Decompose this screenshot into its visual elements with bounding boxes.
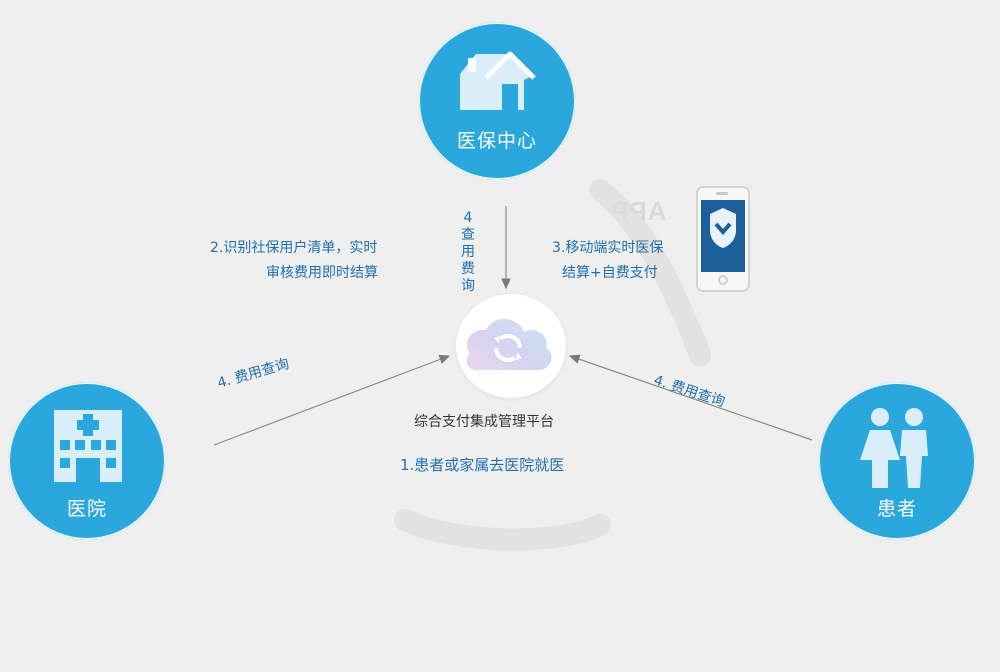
decorative-arc-left	[589, 179, 711, 366]
patient-label: 患者	[876, 498, 917, 520]
step3-text: 3.移动端实时医保 结算+自费支付	[552, 236, 663, 286]
hospital-icon	[54, 410, 122, 482]
platform-label: 综合支付集成管理平台	[414, 414, 554, 430]
phone-icon	[696, 186, 750, 292]
step4-vertical-char-2: 查	[461, 227, 475, 243]
hospital-node: 医院	[8, 382, 166, 540]
step4-vertical-char-1: 4	[463, 210, 473, 226]
step3-line1: 3.移动端实时医保	[552, 240, 664, 256]
decorative-arc-bottom	[394, 509, 611, 551]
app-label: APP	[610, 196, 667, 226]
insurance-center-node: 医保中心	[418, 22, 576, 180]
step1-text: 1.患者或家属去医院就医	[400, 456, 565, 474]
step2-line2: 审核费用即时结算	[266, 265, 378, 281]
arrow-from-hospital-side	[213, 354, 451, 446]
house-icon	[460, 51, 536, 110]
step4-vertical-char-3: 用	[461, 244, 475, 260]
arrow-from-patient-side	[568, 354, 813, 441]
step3-line2: 结算+自费支付	[562, 265, 658, 281]
cloud-sync-icon	[466, 318, 552, 371]
step2-line1: 2.识别社保用户清单，实时	[210, 240, 378, 256]
hospital-label: 医院	[66, 498, 107, 520]
step4-vertical-char-4: 费	[461, 261, 475, 277]
step4-vertical-char-5: 询	[461, 278, 475, 294]
step2-text: 2.识别社保用户清单，实时 审核费用即时结算	[210, 236, 378, 286]
step4-vertical-label: 4 查 用 费 询	[458, 210, 478, 295]
platform-cloud	[456, 294, 566, 398]
patient-node: 患者	[818, 382, 976, 540]
insurance-center-label: 医保中心	[456, 130, 537, 152]
people-icon	[860, 408, 928, 488]
